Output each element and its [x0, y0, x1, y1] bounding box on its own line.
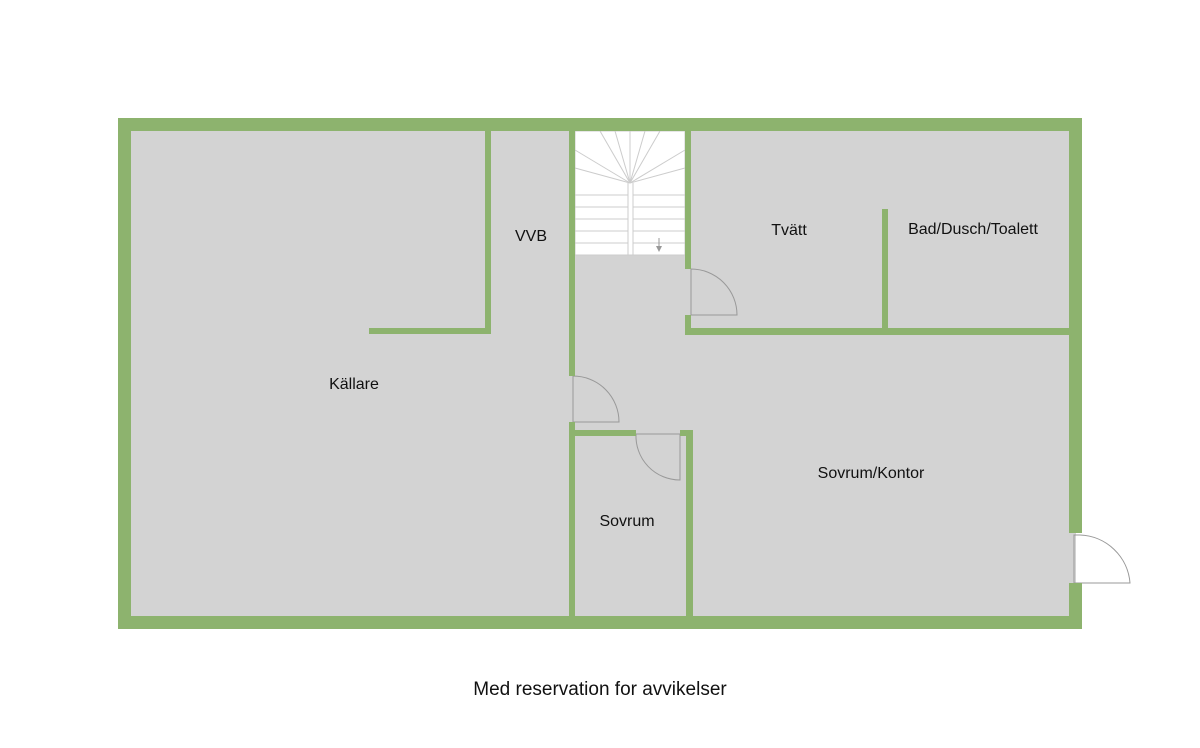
room-label-sovrum-kontor: Sovrum/Kontor	[818, 465, 925, 482]
door-swing-tvatt	[690, 268, 738, 316]
stair-arrow-head-icon	[656, 246, 662, 252]
wall-bad-left	[882, 209, 888, 335]
room-label-tvatt: Tvätt	[771, 222, 807, 239]
room-label-vvb: VVB	[515, 228, 547, 245]
wall-left	[118, 118, 131, 629]
wall-stair-left	[569, 125, 575, 376]
wall-sovrum-top	[569, 430, 636, 436]
wall-right-upper	[1069, 118, 1082, 533]
room-label-sovrum: Sovrum	[599, 513, 654, 530]
wall-top	[118, 118, 1082, 131]
wall-kallare-stub	[369, 328, 491, 334]
wall-right-lower	[1069, 583, 1082, 629]
walls	[118, 118, 1082, 629]
wall-sovrum-right	[686, 430, 693, 622]
disclaimer-caption: Med reservation for avvikelser	[473, 679, 727, 700]
wall-tvatt-bottom	[685, 328, 1076, 335]
wall-bottom	[118, 616, 1082, 629]
door-swing-kallare	[572, 375, 620, 423]
room-label-kallare: Källare	[329, 376, 379, 393]
door-swing-exterior	[1073, 534, 1131, 584]
door-swing-sovrum	[635, 433, 681, 481]
staircase	[574, 130, 686, 256]
room-label-bad: Bad/Dusch/Toalett	[908, 221, 1038, 238]
wall-vvb-left	[485, 125, 491, 334]
wall-tvatt-stub	[685, 315, 691, 335]
wall-sovrum-left	[569, 422, 575, 622]
wall-stair-right	[685, 125, 691, 269]
